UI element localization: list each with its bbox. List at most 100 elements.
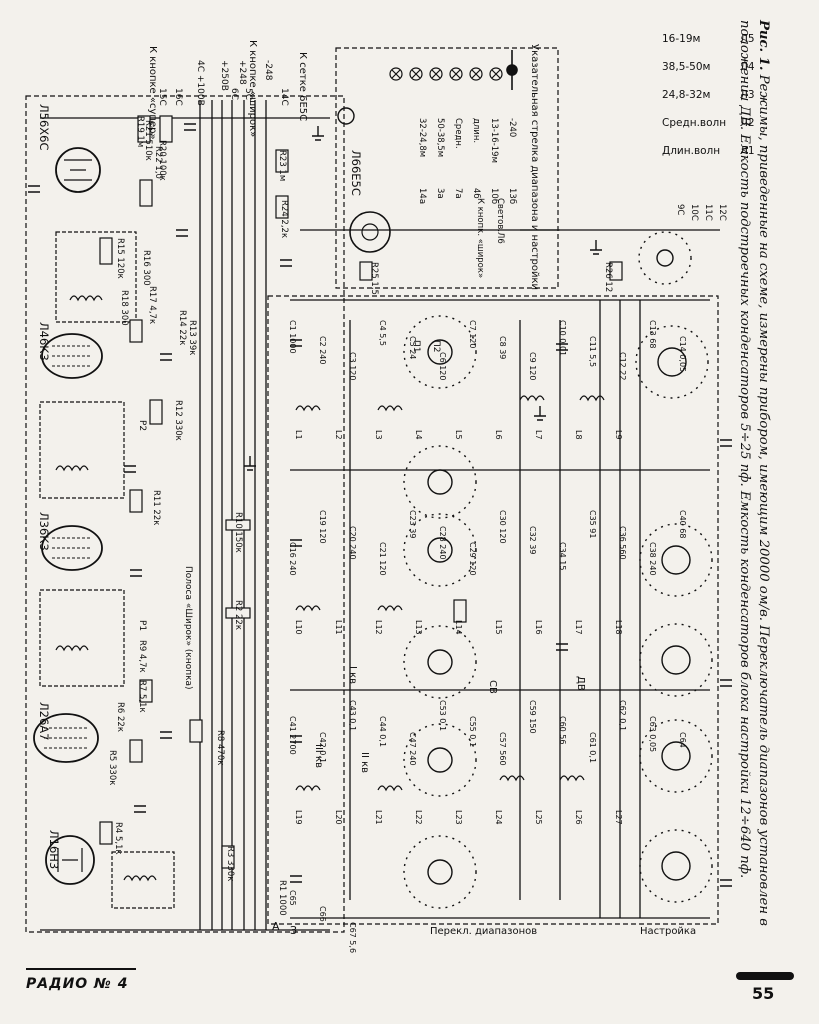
capacitor-33: C53 0,1 bbox=[438, 700, 447, 731]
coil-23: L24 bbox=[494, 810, 503, 825]
band-lamp-3: Л2 bbox=[740, 117, 755, 129]
capacitor-30: C43 0,1 bbox=[348, 700, 357, 731]
band-contact-8: 7а bbox=[453, 188, 463, 199]
resistor-17: R18 300 bbox=[119, 290, 129, 326]
capacitor-28: C41 2700 bbox=[288, 716, 297, 755]
tube-l1 bbox=[45, 835, 95, 885]
label-voltage-2: +248 bbox=[237, 60, 247, 85]
band-section-1: I кв bbox=[347, 666, 358, 684]
tube-label-Л5: Л56Х6С bbox=[37, 104, 51, 151]
band-label-0: 16-19м bbox=[662, 33, 700, 45]
band-switch-label: Перекл. диапазонов bbox=[430, 926, 537, 937]
resistor-1: R2 22к bbox=[233, 600, 243, 630]
coil-12: L13 bbox=[414, 620, 423, 635]
ground-label: З bbox=[290, 924, 297, 937]
capacitor-20: C29 120 bbox=[468, 542, 477, 576]
capacitor-24: C35 91 bbox=[588, 510, 597, 539]
band-contact-3: длин. bbox=[471, 118, 481, 143]
capacitor-26: C38 240 bbox=[648, 542, 657, 576]
resistor-24: R25 1,5 bbox=[369, 262, 379, 295]
coil-18: L19 bbox=[294, 810, 303, 825]
rf-block-frame bbox=[267, 295, 719, 925]
resistor-2: R3 330к bbox=[225, 846, 235, 881]
capacitor-5: C6 120 bbox=[438, 352, 447, 381]
band-contact-11: 13б bbox=[507, 188, 517, 204]
capacitor-25: C36 560 bbox=[618, 526, 627, 560]
tube-label-Л4: Л46К3 bbox=[37, 322, 51, 361]
band-pin-1: 10С bbox=[689, 204, 699, 221]
capacitor-17: C21 120 bbox=[378, 542, 387, 576]
tube-l4 bbox=[41, 333, 103, 379]
band-contact-1: 50-38,5м bbox=[435, 118, 445, 157]
capacitor-symbols bbox=[28, 123, 732, 887]
coil-14: L15 bbox=[494, 620, 503, 635]
relay-1: Р2 bbox=[137, 420, 147, 431]
relay-0: Р1 bbox=[137, 620, 147, 631]
coil-15: L16 bbox=[534, 620, 543, 635]
label-pin-4: 14С bbox=[279, 88, 289, 106]
resistor-25: R26 12 bbox=[603, 262, 613, 292]
figure-caption-text: Режимы, приведенные на схеме, измерены п… bbox=[737, 20, 771, 926]
resistor-13: R14 22к bbox=[177, 310, 187, 345]
label-pin-2: 6С bbox=[229, 88, 239, 100]
tuning-pointer bbox=[506, 50, 518, 90]
footer-rule bbox=[26, 968, 136, 970]
band-contact-7: 3а bbox=[435, 188, 445, 199]
band-pin-0: 9С bbox=[675, 204, 685, 215]
band-lamp-4: Л1 bbox=[740, 145, 755, 157]
band-section-4: ДВ bbox=[575, 676, 586, 691]
capacitor-13: C14 0,05 bbox=[678, 336, 687, 372]
band-button-label-0: К кнопк. «широк» bbox=[475, 198, 485, 278]
coil-7: L8 bbox=[574, 430, 583, 440]
capacitor-22: C32 39 bbox=[528, 526, 537, 555]
coil-11: L12 bbox=[374, 620, 383, 635]
coil-3: L4 bbox=[414, 430, 423, 440]
capacitor-16: C20 240 bbox=[348, 526, 357, 560]
indicator-block-frame bbox=[335, 47, 559, 289]
coil-21: L22 bbox=[414, 810, 423, 825]
label-voltage-1: +250В bbox=[219, 60, 229, 91]
band-contact-4: 13-16-19м bbox=[489, 118, 499, 163]
coil-9: L10 bbox=[294, 620, 303, 635]
resistor-8: R9 4,7к bbox=[137, 640, 147, 673]
resistor-14: R15 120к bbox=[115, 238, 125, 279]
capacitor-37: C60 56 bbox=[558, 716, 567, 745]
button-wide-label: Полоса «Широк» (кнопка) bbox=[183, 566, 193, 690]
tube-label-Л2: Л26А7 bbox=[37, 702, 51, 740]
capacitor-12: C13 68 bbox=[648, 320, 657, 349]
resistor-0: R1 1000 bbox=[277, 880, 287, 916]
figure-caption-wrapper: Рис. 1. Режимы, приведенные на схеме, из… bbox=[704, 20, 804, 960]
resistor-19: R20 100к bbox=[157, 140, 167, 181]
label-pin-3: 5С bbox=[243, 88, 253, 100]
capacitor-8: C9 120 bbox=[528, 352, 537, 381]
coil-20: L21 bbox=[374, 810, 383, 825]
label-voltage-3: -248 bbox=[263, 60, 273, 81]
label-to-button-wide: К кнопке «широк» bbox=[247, 40, 258, 137]
resistor-6: R7 5,1к bbox=[137, 680, 147, 713]
band-section-2: II кв bbox=[359, 752, 370, 773]
tube-label-Л1: Л16Н3 bbox=[47, 830, 61, 869]
coil-22: L23 bbox=[454, 810, 463, 825]
label-pin-0: 16С bbox=[173, 88, 183, 106]
resistor-3: R4 5,1к bbox=[113, 822, 123, 855]
tube-label-Л6: Л66Е5С bbox=[349, 150, 363, 196]
capacitor-32: C47 240 bbox=[408, 732, 417, 766]
transformers bbox=[39, 231, 605, 909]
label-to-button-super: К кнопке «супер» bbox=[147, 46, 158, 140]
coil-26: L27 bbox=[614, 810, 623, 825]
page-number: 55 bbox=[752, 984, 775, 1003]
wafer-switches bbox=[403, 231, 713, 909]
resistor-7: R8 470к bbox=[215, 730, 225, 765]
band-contact-0: 32-24,8м bbox=[417, 118, 427, 157]
tuning-label: Настройка bbox=[640, 926, 696, 937]
tube-l5 bbox=[55, 147, 101, 193]
band-label-1: 38,5-50м bbox=[662, 61, 710, 73]
capacitor-6: C7 120 bbox=[468, 320, 477, 349]
tube-l2 bbox=[33, 713, 99, 763]
coil-5: L6 bbox=[494, 430, 503, 440]
band-contact-9: 4б bbox=[471, 188, 481, 199]
band-label-4: Длин.волн bbox=[662, 145, 720, 157]
coil-16: L17 bbox=[574, 620, 583, 635]
resistor-5: R6 22к bbox=[115, 702, 125, 732]
bus-lines bbox=[40, 100, 720, 931]
